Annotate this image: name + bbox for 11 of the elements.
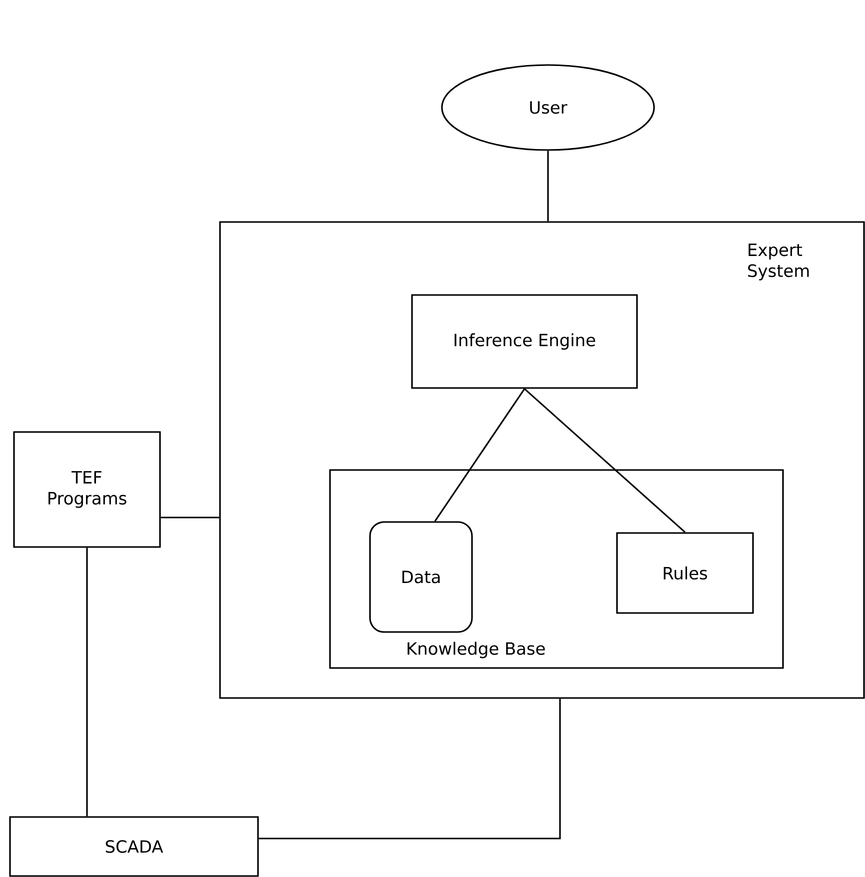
- connector-line: [160, 516, 220, 518]
- connector-line: [524, 388, 686, 533]
- process-box: Inference Engine: [411, 294, 638, 389]
- connector-line: [547, 150, 549, 222]
- data-box: Data: [369, 521, 473, 633]
- connector-line: [258, 698, 561, 840]
- process-box: SCADA: [9, 816, 259, 877]
- connector-line: [434, 388, 526, 522]
- process-box: TEF Programs: [13, 431, 161, 548]
- process-box: Rules: [616, 532, 754, 614]
- connector-line: [86, 548, 88, 816]
